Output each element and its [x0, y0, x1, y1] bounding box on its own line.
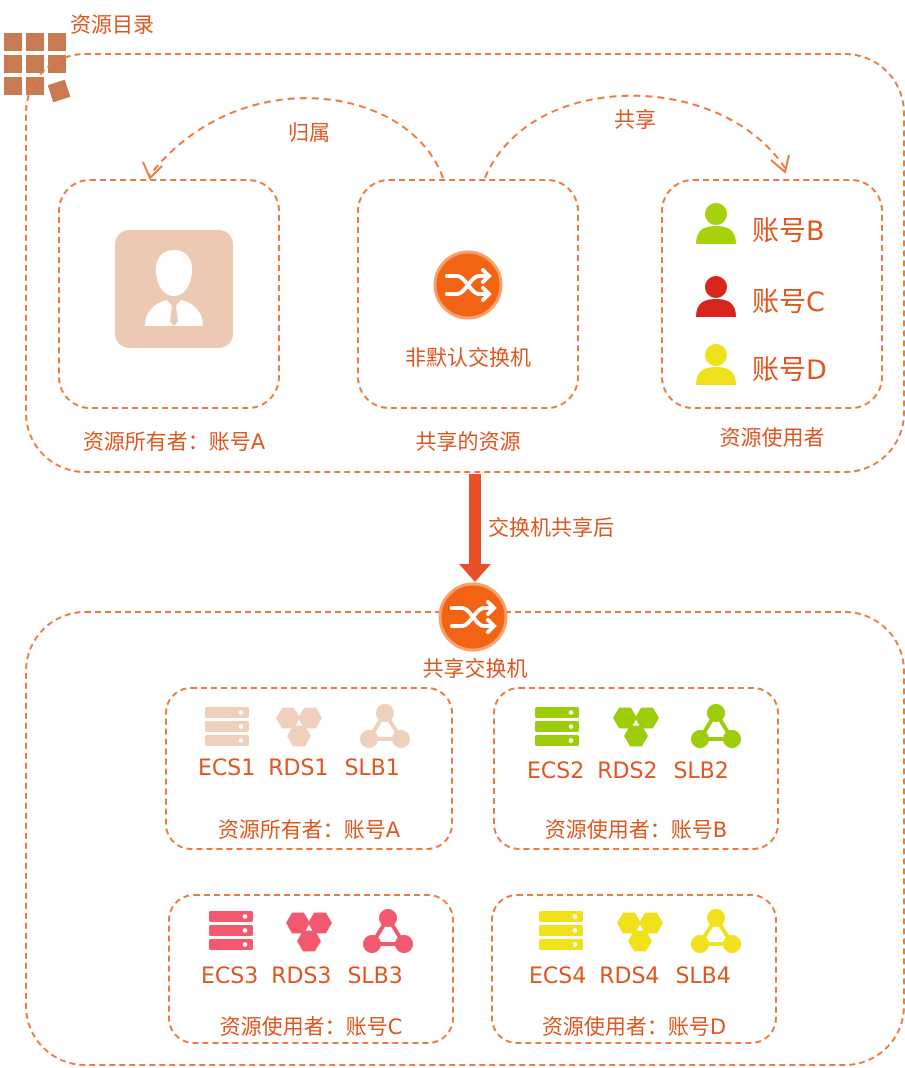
share-label: 共享 [614, 108, 656, 132]
ecs-label: ECS3 [201, 964, 259, 989]
transition-arrow [459, 474, 491, 582]
shared-switch-icon [438, 582, 508, 652]
slb-label: SLB3 [347, 964, 403, 989]
group-box-d [491, 894, 777, 1044]
share-arrowhead [770, 154, 790, 174]
ecs-icon [535, 707, 579, 746]
group-box-a [165, 687, 453, 850]
group-c-resources: ECS3 RDS3 SLB3 [201, 964, 403, 989]
group-b-resources: ECS2 RDS2 SLB2 [527, 759, 729, 784]
slb-label: SLB2 [673, 759, 729, 784]
shared-resource-label: 共享的资源 [415, 430, 521, 454]
user-c-icon [696, 276, 736, 317]
slb-label: SLB4 [675, 964, 731, 989]
group-d-owner: 资源使用者：账号D [541, 1015, 727, 1039]
owner-card [58, 179, 280, 409]
belongs-arrowhead [142, 161, 163, 180]
resource-users-label: 资源使用者 [719, 426, 825, 450]
slb-icon [691, 704, 741, 748]
ecs-icon [205, 707, 249, 746]
slb-icon [360, 704, 410, 748]
ecs-icon [209, 911, 253, 950]
ecs-label: ECS1 [198, 756, 256, 781]
ecs-label: ECS4 [529, 964, 587, 989]
rds-label: RDS3 [271, 964, 332, 989]
group-d-resources: ECS4 RDS4 SLB4 [529, 964, 731, 989]
ecs-icon [539, 911, 583, 950]
share-arrow [484, 94, 786, 179]
rds-icon [617, 912, 663, 952]
account-d-label: 账号D [752, 355, 827, 386]
user-b-icon [696, 203, 736, 244]
group-box-b [493, 687, 779, 850]
resource-catalog-title: 资源目录 [70, 13, 154, 37]
switch-icon [433, 250, 503, 320]
user-d-icon [696, 344, 736, 385]
shared-resource-card [357, 179, 579, 409]
shared-switch-label: 共享交换机 [422, 657, 528, 681]
group-b-owner: 资源使用者：账号B [544, 818, 728, 842]
rds-icon [613, 707, 659, 747]
slb-label: SLB1 [344, 756, 400, 781]
belongs-label: 归属 [288, 121, 330, 145]
relation-arrows [142, 94, 790, 180]
transition-label: 交换机共享后 [488, 516, 614, 540]
non-default-switch-label: 非默认交换机 [405, 346, 531, 370]
rds-label: RDS1 [268, 756, 329, 781]
account-c-label: 账号C [752, 287, 825, 318]
belongs-arrow [149, 97, 444, 179]
rds-label: RDS2 [597, 759, 658, 784]
group-box-c [168, 894, 454, 1044]
owner-label: 资源所有者：账号A [82, 430, 266, 454]
group-a-owner: 资源所有者：账号A [217, 818, 401, 842]
resource-users-card [661, 179, 883, 409]
rds-icon [276, 707, 322, 747]
ecs-label: ECS2 [527, 759, 585, 784]
slb-icon [691, 909, 741, 953]
owner-avatar-icon [115, 230, 233, 348]
group-c-owner: 资源使用者：账号C [219, 1015, 403, 1039]
resource-catalog-container [25, 53, 905, 473]
rds-icon [286, 912, 332, 952]
account-b-label: 账号B [752, 216, 825, 247]
group-a-resources: ECS1 RDS1 SLB1 [198, 756, 400, 781]
rds-label: RDS4 [599, 964, 660, 989]
slb-icon [363, 909, 413, 953]
